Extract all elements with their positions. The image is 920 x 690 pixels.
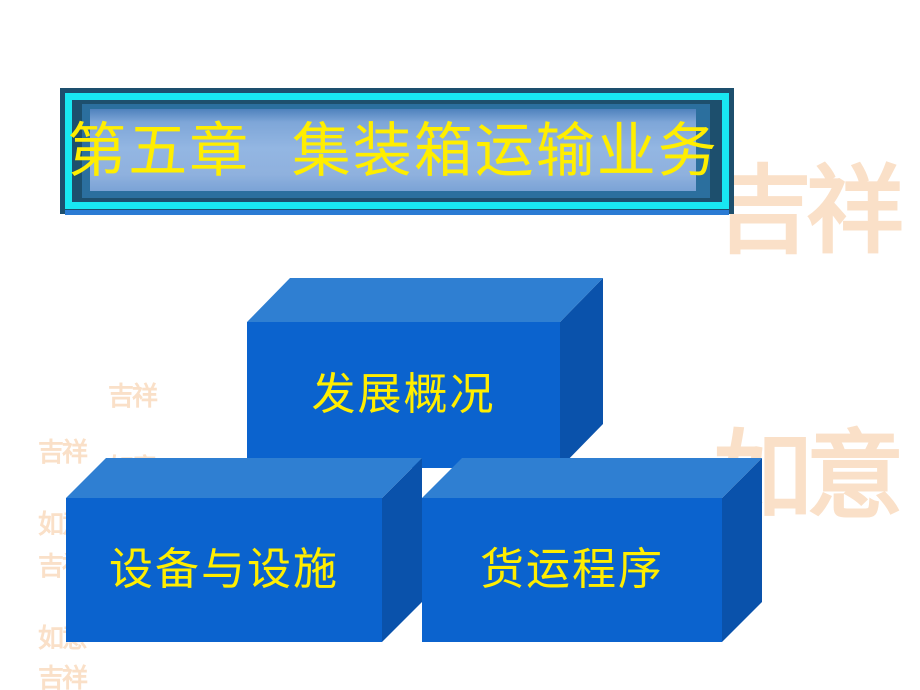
- title-banner: 第五章 集装箱运输业务: [60, 88, 734, 215]
- content-box-freight-procedure[interactable]: 货运程序: [418, 452, 770, 642]
- page-title: 第五章 集装箱运输业务: [67, 115, 719, 185]
- box-front-face: [422, 498, 722, 642]
- box-label: 发展概况: [311, 369, 496, 420]
- seal-row-1: 吉祥: [108, 381, 158, 412]
- box-label: 设备与设施: [109, 544, 339, 595]
- box-top-face: [422, 458, 762, 498]
- box-top-face: [247, 278, 603, 322]
- banner-cyan-border: 第五章 集装箱运输业务: [65, 93, 729, 209]
- banner-fill: 第五章 集装箱运输业务: [67, 109, 717, 191]
- seal-row-1: 吉祥: [713, 153, 904, 267]
- content-box-development-overview[interactable]: 发展概况: [240, 272, 610, 468]
- seal-watermark-small: 吉祥 如意: [38, 394, 96, 538]
- banner-slate-border: 第五章 集装箱运输业务: [67, 100, 722, 202]
- seal-watermark-small: 吉祥 如意: [108, 338, 166, 482]
- box-label: 货运程序: [480, 544, 664, 595]
- banner-bottom-rule: [65, 210, 729, 215]
- seal-watermark-large: 吉祥 如意: [714, 0, 920, 523]
- seal-row-1: 吉祥: [38, 663, 88, 690]
- content-box-equipment-facilities[interactable]: 设备与设施: [60, 452, 430, 642]
- box-front-face: [247, 322, 560, 468]
- box-front-face: [66, 498, 382, 642]
- box-top-face: [66, 458, 422, 498]
